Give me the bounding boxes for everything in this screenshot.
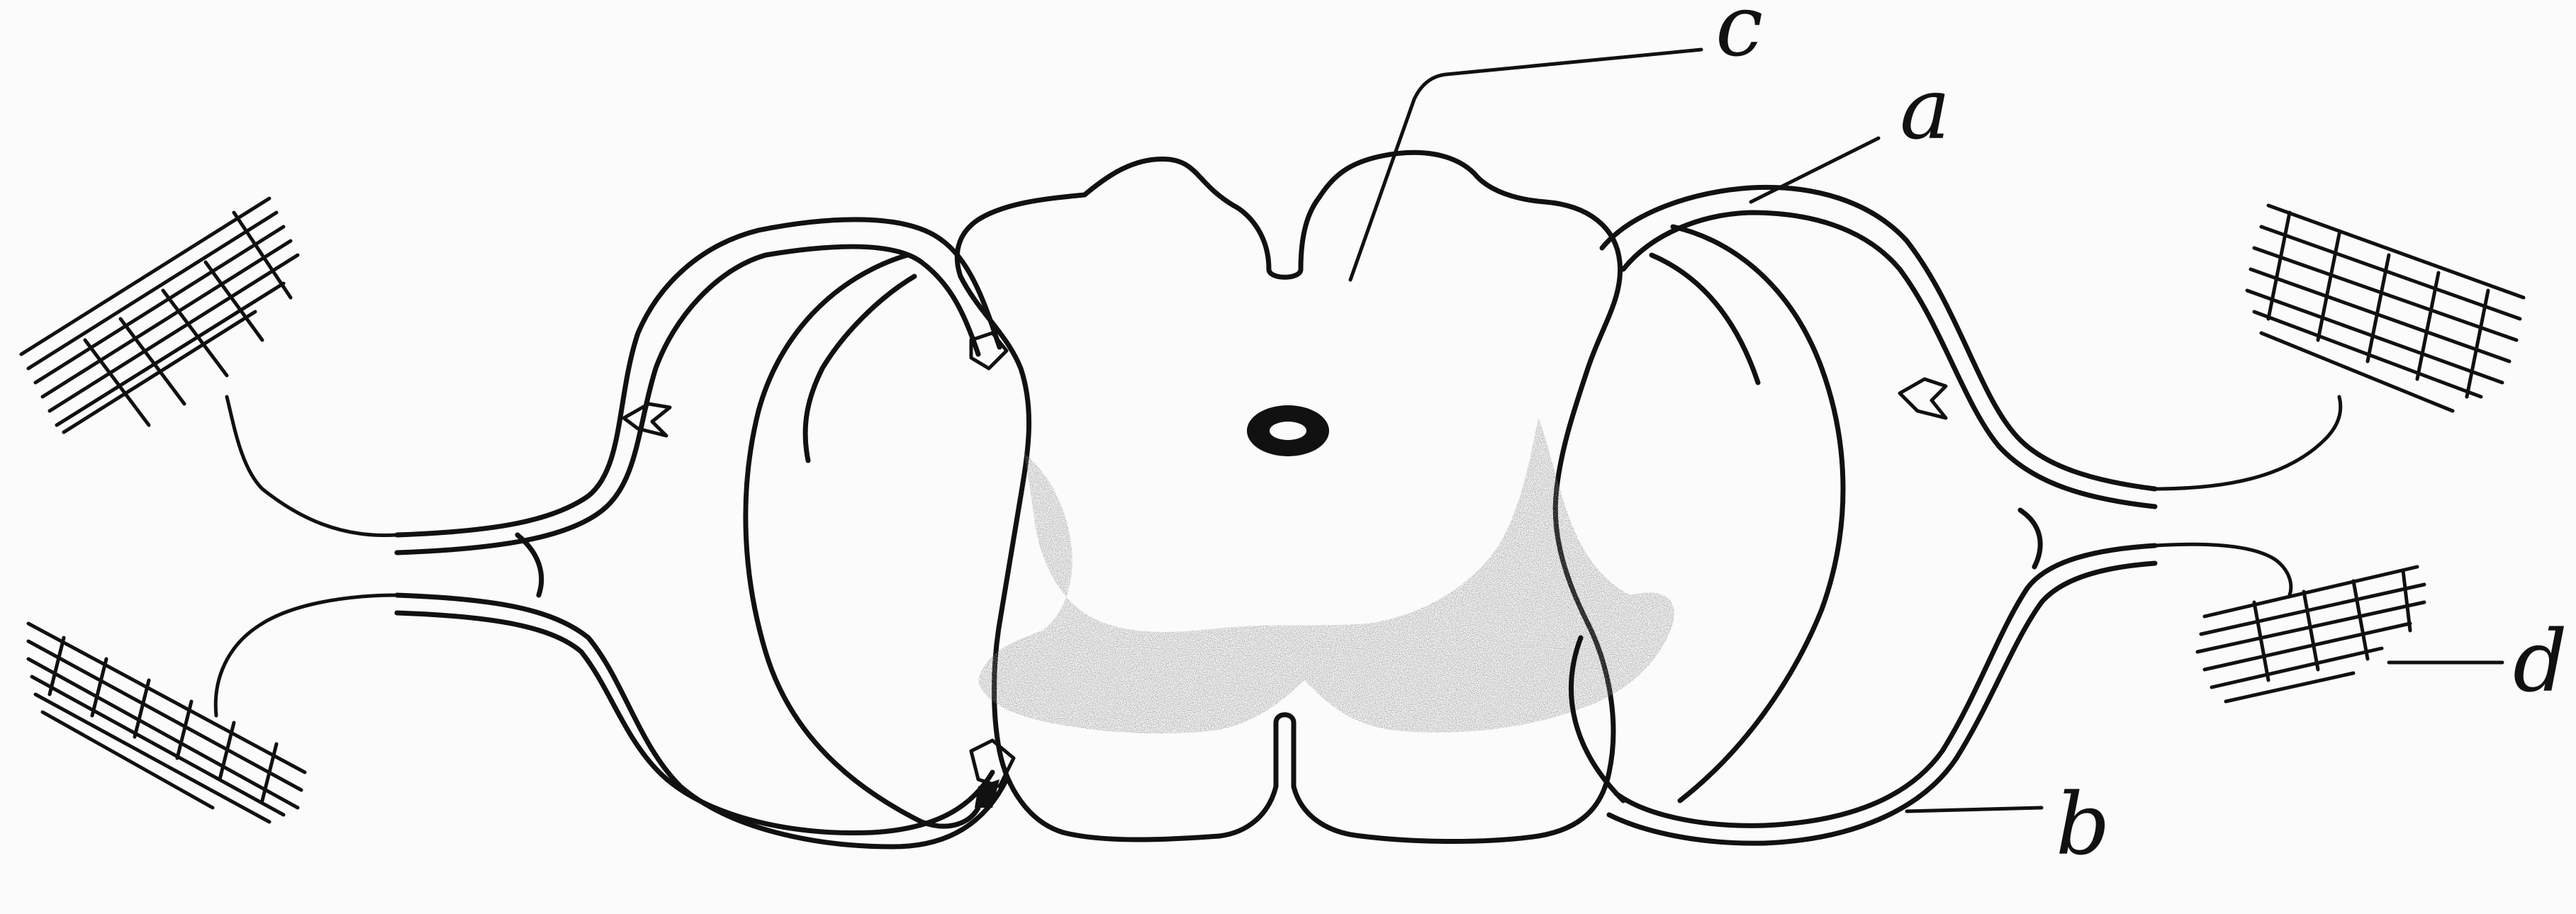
spinal-cord-section bbox=[957, 152, 1674, 841]
leader-line-b bbox=[1907, 808, 2042, 811]
label-a: a bbox=[1900, 60, 1951, 159]
label-c: c bbox=[1715, 0, 1763, 76]
right-lower-muscle bbox=[2197, 567, 2424, 701]
left-upper-muscle bbox=[21, 198, 298, 432]
right-ganglion-cell bbox=[1900, 379, 1946, 418]
label-d: d bbox=[2513, 613, 2567, 711]
label-b: b bbox=[2056, 776, 2110, 874]
left-lower-muscle bbox=[28, 624, 305, 822]
right-upper-muscle bbox=[2247, 205, 2524, 411]
right-nerve-pathways bbox=[1572, 187, 2341, 843]
left-nerve-pathways bbox=[215, 220, 1014, 847]
